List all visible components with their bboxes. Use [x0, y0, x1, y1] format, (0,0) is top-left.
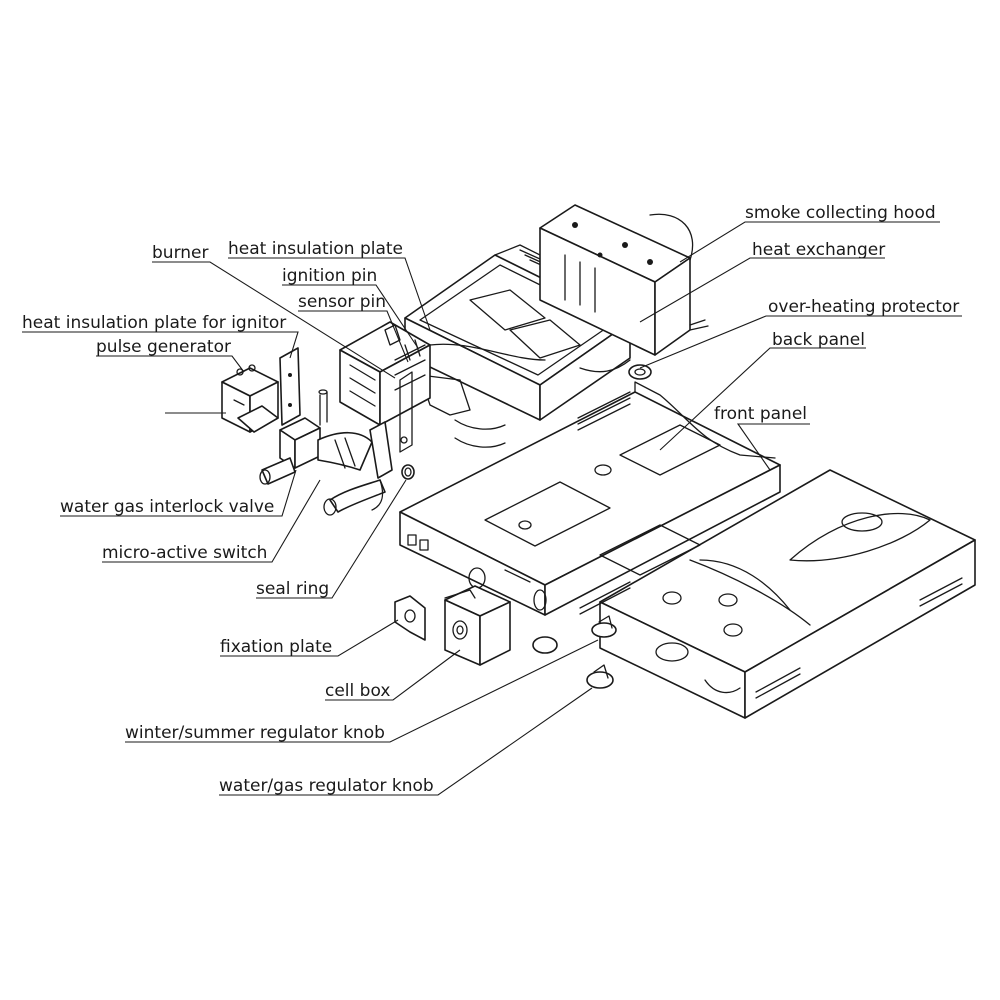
pulse-generator-part: [221, 364, 279, 433]
leader-lines: [22, 221, 962, 796]
label-water-gas-regulator-knob: water/gas regulator knob: [219, 776, 434, 796]
cell-box-part: [444, 585, 511, 666]
ignitor-insulation-plate-part: [279, 347, 301, 426]
winter-summer-knob-part: [532, 615, 617, 654]
label-burner: burner: [152, 243, 208, 263]
heat-exchanger-part: [404, 244, 631, 448]
label-cell-box: cell box: [325, 681, 390, 701]
label-heat-insulation-plate-for-ignitor: heat insulation plate for ignitor: [22, 313, 286, 333]
water-gas-interlock-valve-part: [259, 389, 373, 485]
label-seal-ring: seal ring: [256, 579, 329, 599]
burner-part: [339, 321, 431, 426]
label-smoke-collecting-hood: smoke collecting hood: [745, 203, 936, 223]
label-heat-insulation-plate: heat insulation plate: [228, 239, 403, 259]
label-sensor-pin: sensor pin: [298, 292, 386, 312]
back-panel-part: [399, 381, 781, 616]
label-back-panel: back panel: [772, 330, 865, 350]
label-front-panel: front panel: [714, 404, 807, 424]
over-heating-protector-part: [628, 364, 652, 380]
front-panel-part: [599, 469, 976, 719]
water-gas-knob-part: [586, 664, 614, 689]
label-pulse-generator: pulse generator: [96, 337, 231, 357]
label-over-heating-protector: over-heating protector: [768, 297, 959, 317]
micro-active-switch-part: [323, 421, 393, 516]
label-heat-exchanger: heat exchanger: [752, 240, 885, 260]
label-ignition-pin: ignition pin: [282, 266, 377, 286]
label-micro-active-switch: micro-active switch: [102, 543, 267, 563]
label-water-gas-interlock-valve: water gas interlock valve: [60, 497, 274, 517]
seal-ring-part: [401, 464, 415, 480]
smoke-collecting-hood-part: [539, 204, 709, 356]
fixation-plate-part: [394, 595, 426, 641]
label-winter-summer-regulator-knob: winter/summer regulator knob: [125, 723, 385, 743]
label-fixation-plate: fixation plate: [220, 637, 332, 657]
